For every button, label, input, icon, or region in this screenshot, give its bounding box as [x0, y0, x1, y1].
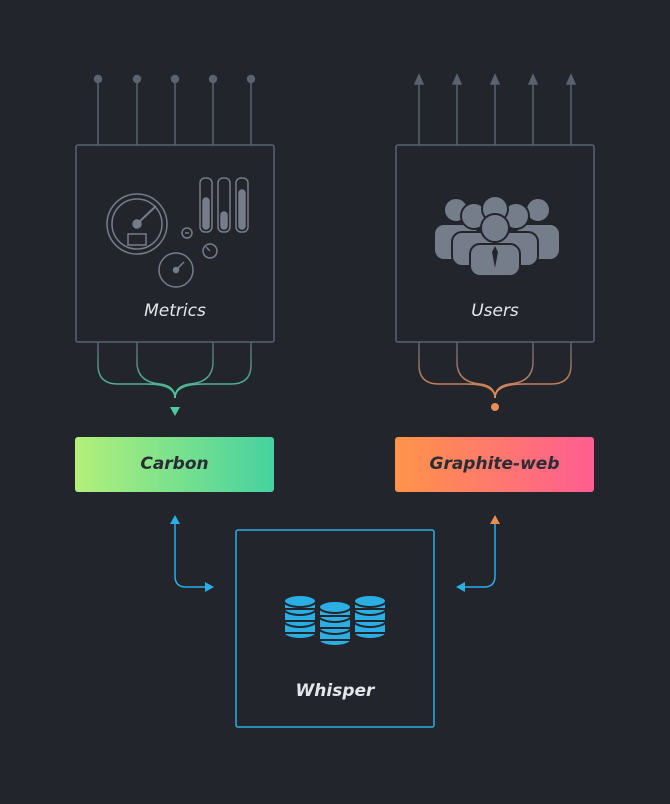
users-to-graphite-wires — [418, 342, 572, 411]
carbon-whisper-link — [170, 515, 214, 592]
whisper-box — [235, 529, 435, 728]
graphite-web-label: Graphite-web — [429, 454, 560, 474]
carbon-node — [75, 437, 274, 492]
whisper-label: Whisper — [295, 681, 375, 701]
users-label: Users — [471, 301, 519, 321]
graphite-whisper-link — [456, 515, 500, 592]
graphite-web-node — [395, 437, 594, 492]
metrics-input-lines — [93, 74, 256, 145]
metrics-label: Metrics — [144, 301, 206, 321]
carbon-label: Carbon — [140, 454, 209, 474]
gauges-and-sliders-icon — [106, 177, 249, 288]
metrics-to-carbon-wires — [97, 342, 252, 416]
users-output-lines — [413, 73, 577, 145]
database-stack-icon — [283, 594, 387, 647]
user-group-icon — [433, 195, 561, 277]
